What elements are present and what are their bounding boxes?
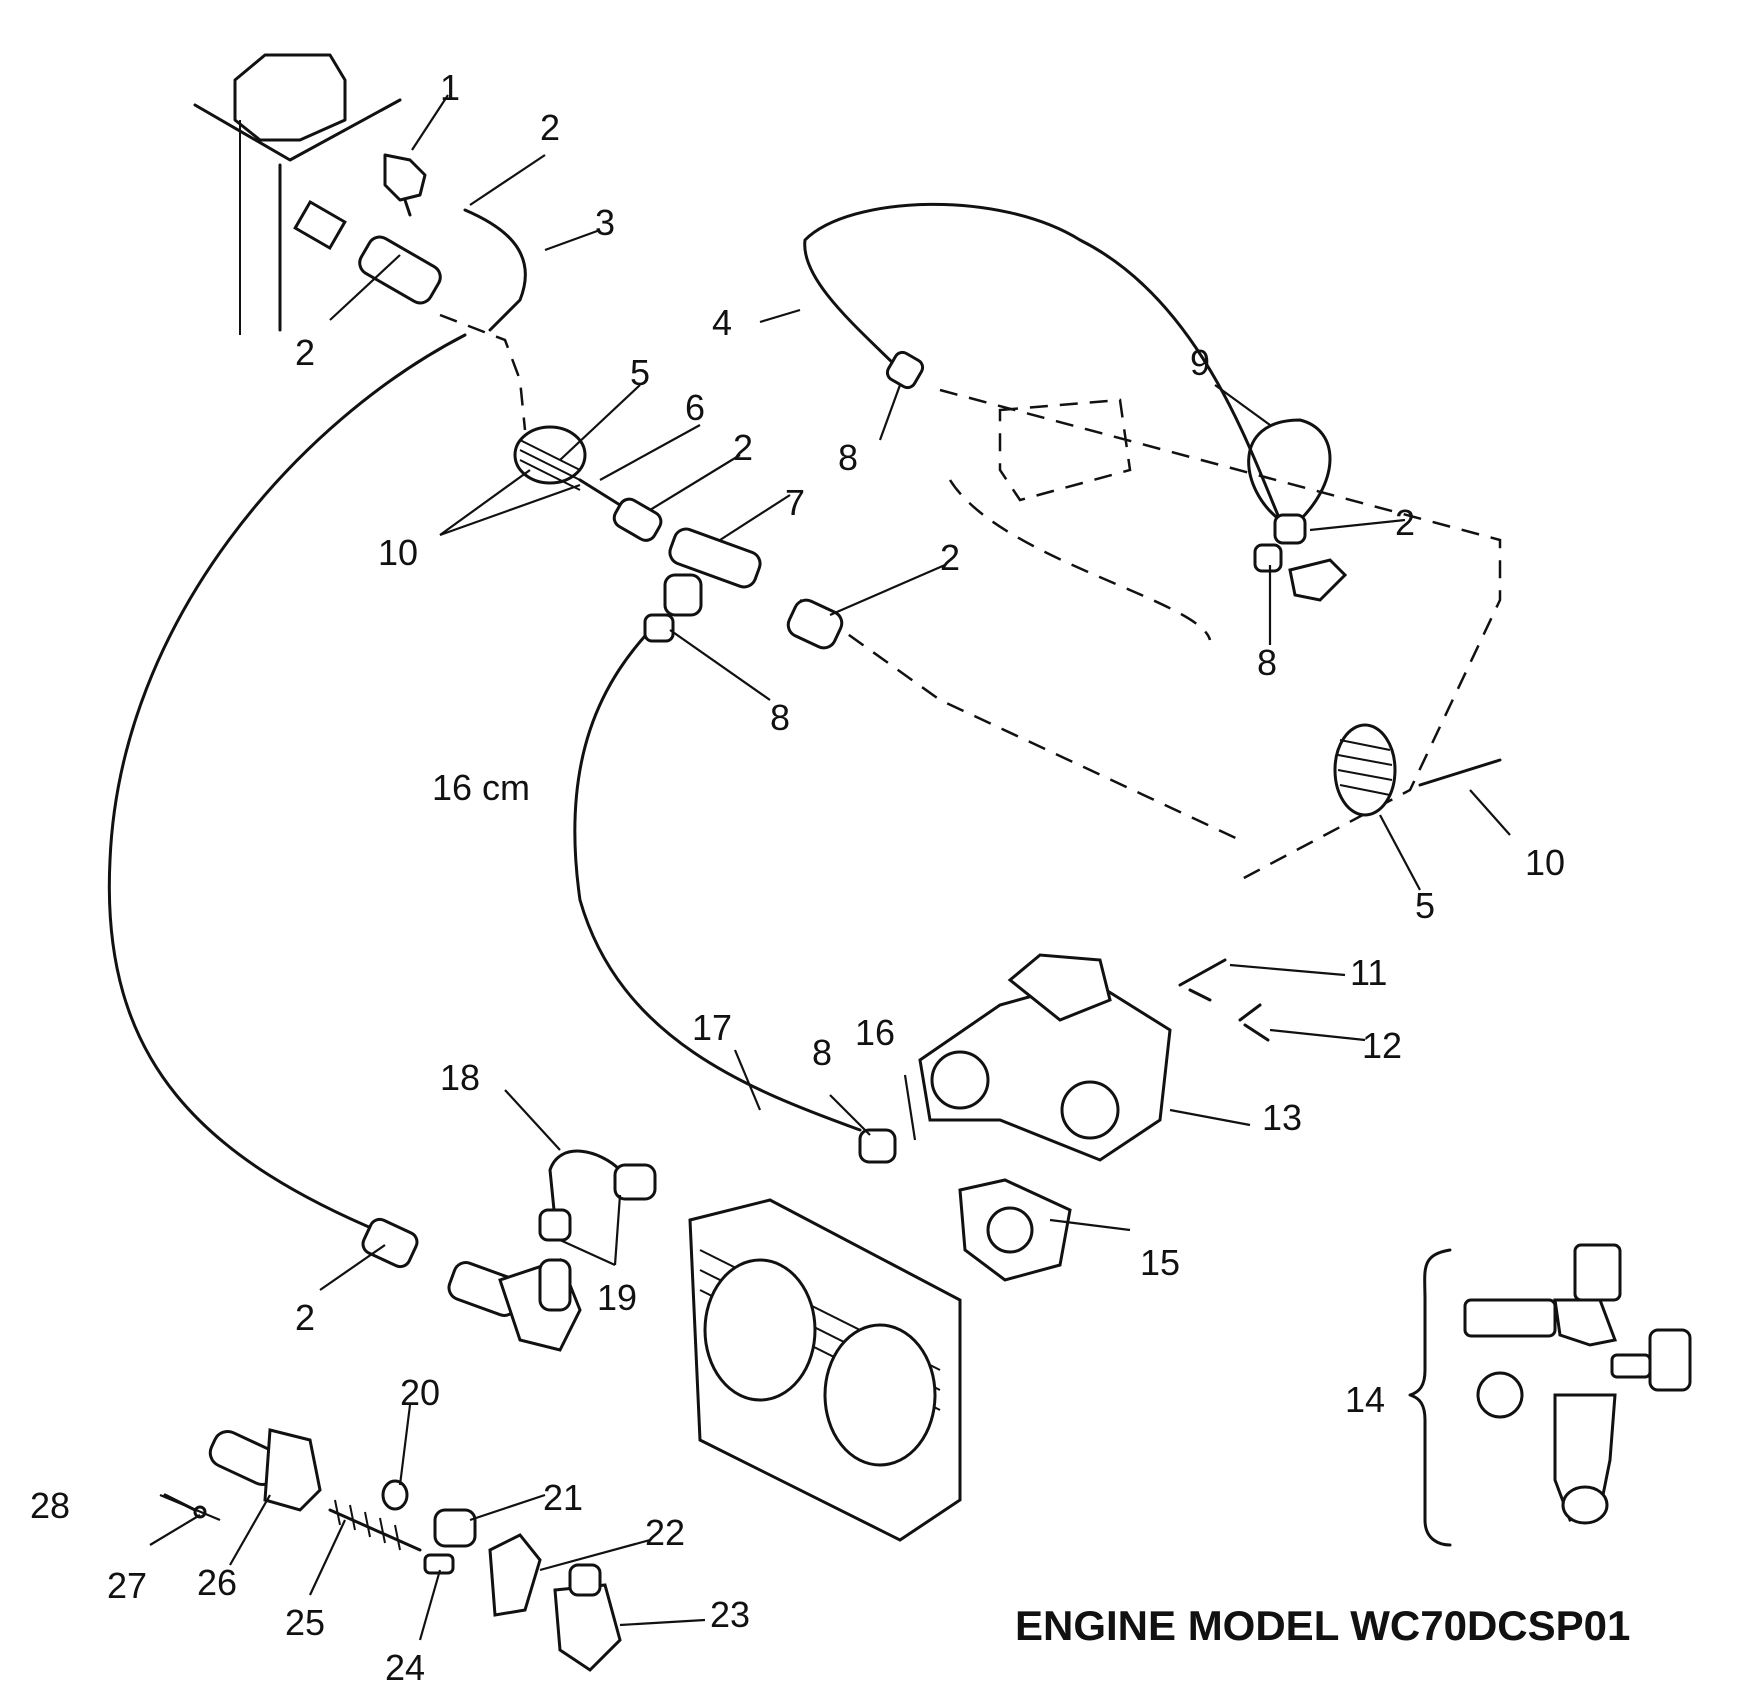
return-hose-long [107,333,467,1242]
part-15-gasket [958,1178,1072,1282]
callout-15: 15 [1140,1242,1180,1283]
part-12-bolt [1238,1003,1270,1042]
part-1-fitting [383,153,427,217]
part-21-thermostat [433,1508,477,1548]
callout-11: 11 [1350,952,1387,993]
part-4-hose [803,202,1282,522]
callout-5: 5 [630,352,650,393]
engine-cylinder-block [688,1198,962,1542]
part-10-pin [1418,758,1502,787]
callout-5: 5 [1415,885,1435,926]
part-2-clamp-upper-right [1273,513,1307,545]
callout-1: 1 [440,67,460,108]
callout-12: 12 [1362,1025,1402,1066]
callout-2: 2 [733,427,753,468]
callout-8: 8 [838,437,858,478]
callout-2: 2 [295,332,315,373]
callout-8: 8 [1257,642,1277,683]
callout-7: 7 [785,482,805,523]
flow-line-main [799,598,1241,842]
callout-2: 2 [1395,502,1415,543]
part-8-fitting-bottom [858,1128,897,1164]
callout-21: 21 [543,1477,583,1518]
callout-25: 25 [285,1602,325,1643]
part-14-bracket [1408,1248,1452,1547]
part-8-fitting-lower [643,613,675,643]
flow-line-tank [939,388,1502,882]
callout-24: 24 [385,1647,425,1688]
part-7-tee [663,527,762,617]
callout-23: 23 [710,1594,750,1635]
part-6-pipe [578,478,622,507]
callout-4: 4 [712,302,732,343]
callout-10: 10 [378,532,418,573]
part-2-clamp-left [293,199,442,305]
callout-17: 17 [692,1007,732,1048]
callout-2: 2 [540,107,560,148]
part-26-housing [208,1428,322,1512]
part-23-cover [553,1563,622,1672]
part-5-spring-lower [1333,723,1397,817]
part-19-fitting-b [538,1208,572,1242]
hose-16cm [573,618,862,1132]
part-18-hose [548,1149,622,1222]
callout-16: 16 [855,1012,895,1053]
leader-lines [149,94,1511,1641]
callout-3: 3 [595,202,615,243]
callout-13: 13 [1262,1097,1302,1138]
callout-10: 10 [1525,842,1565,883]
water-box [948,398,1212,641]
part-13-manifold [918,953,1172,1162]
callout-9: 9 [1190,342,1210,383]
part-14-kit-contents [1463,1243,1692,1525]
part-5-spring-top [513,425,587,491]
callout-22: 22 [645,1512,685,1553]
outlet-nozzle [1288,558,1348,602]
callout-8: 8 [812,1032,832,1073]
callout-19: 19 [597,1277,637,1318]
part-2-clamp-mid [612,497,663,542]
callout-6: 6 [685,387,705,428]
callout-28: 28 [30,1485,70,1526]
part-11-bolt [1178,958,1227,1002]
part-3-hose [463,208,527,332]
hose-length-label: 16 cm [432,767,530,808]
part-19-fitting-a [613,1163,657,1201]
thermostat-housing-upper [447,1258,582,1352]
part-9-hose [1247,418,1332,522]
part-25-spring [328,1499,422,1552]
part-2-clamp-lower-left [361,1217,419,1269]
part-22-gasket [488,1533,542,1617]
callout-2: 2 [940,537,960,578]
callout-14: 14 [1345,1379,1385,1420]
callout-8: 8 [770,697,790,738]
callout-2: 2 [295,1297,315,1338]
engine-model-label: ENGINE MODEL WC70DCSP01 [1015,1602,1630,1649]
flow-line-upper [439,313,527,431]
mount-block [193,53,402,335]
callout-27: 27 [107,1565,147,1606]
part-20-ring [381,1479,409,1511]
part-8-fitting-top [885,350,925,390]
callout-20: 20 [400,1372,440,1413]
callout-26: 26 [197,1562,237,1603]
part-2-clamp-right [786,598,844,650]
callout-labels: 1 2 3 2 4 8 9 5 6 2 10 7 2 2 8 8 16 cm 1… [30,67,1630,1688]
callout-18: 18 [440,1057,480,1098]
part-8-fitting-right [1253,543,1283,573]
